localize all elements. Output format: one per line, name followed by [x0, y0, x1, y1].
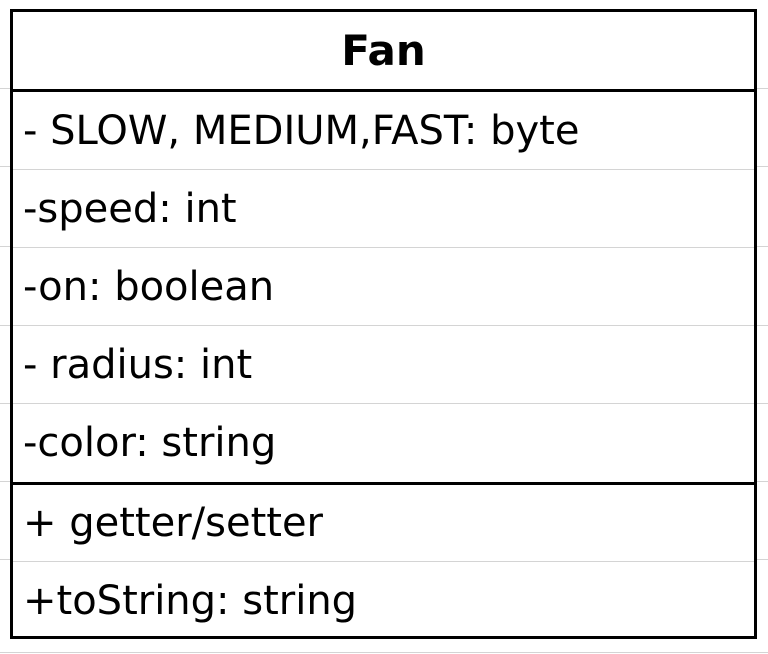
- gridline: [756, 88, 768, 89]
- attributes-section: - SLOW, MEDIUM,FAST: byte -speed: int -o…: [13, 92, 754, 485]
- gridline: [0, 403, 12, 404]
- class-name: Fan: [13, 12, 754, 92]
- attribute-row: - radius: int: [13, 326, 754, 404]
- gridline: [0, 166, 12, 167]
- gridline: [756, 481, 768, 482]
- operation-row: + getter/setter: [13, 485, 754, 562]
- gridline: [0, 481, 12, 482]
- gridline: [0, 246, 12, 247]
- gridline: [756, 246, 768, 247]
- gridline: [756, 403, 768, 404]
- operations-section: + getter/setter +toString: string: [13, 485, 754, 639]
- gridline: [756, 166, 768, 167]
- gridline: [0, 325, 12, 326]
- gridline: [0, 652, 768, 653]
- gridline: [756, 559, 768, 560]
- gridline: [0, 88, 12, 89]
- attribute-row: - SLOW, MEDIUM,FAST: byte: [13, 92, 754, 170]
- gridline: [756, 325, 768, 326]
- gridline: [0, 559, 12, 560]
- attribute-row: -on: boolean: [13, 248, 754, 326]
- attribute-row: -speed: int: [13, 170, 754, 248]
- operation-row: +toString: string: [23, 577, 358, 624]
- attribute-row: -color: string: [23, 420, 277, 466]
- uml-class-box: Fan - SLOW, MEDIUM,FAST: byte -speed: in…: [10, 9, 757, 639]
